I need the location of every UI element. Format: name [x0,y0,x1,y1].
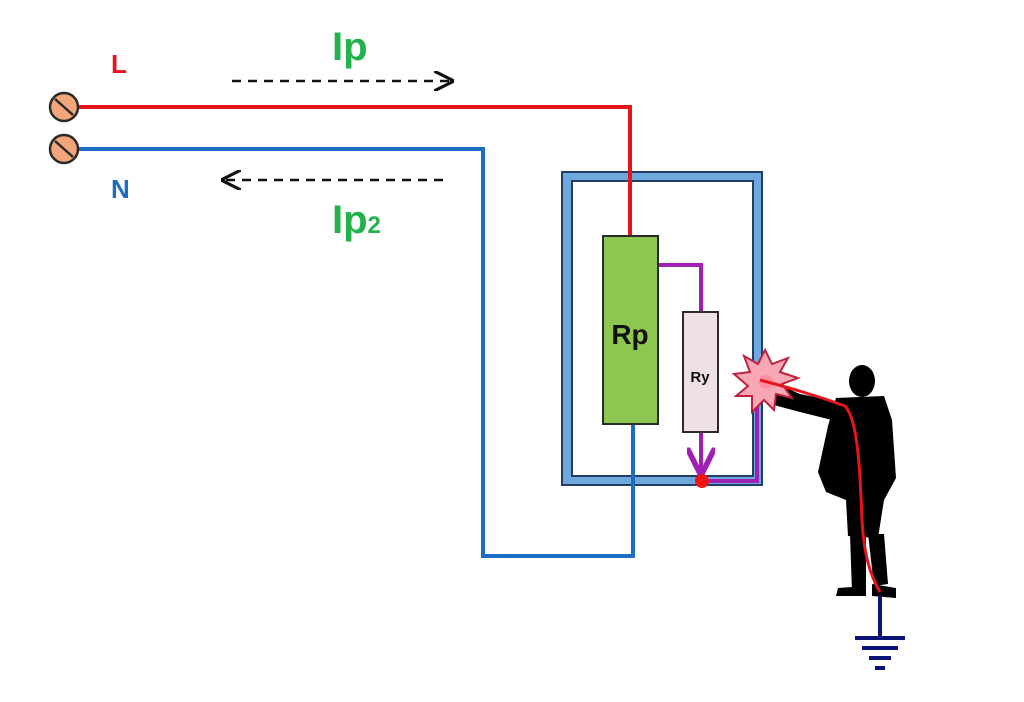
leak-junction-dot [695,474,709,488]
appliance-enclosure [561,171,763,486]
neutral-wire [64,147,635,558]
leak-resistor [682,311,719,433]
ground-symbol-icon [855,596,905,670]
current-return-label: Ip2 [332,198,381,242]
terminal-neutral [48,133,80,165]
leak-resistance-label: Ry [690,369,710,386]
terminal-line [48,91,80,123]
line-label: L [111,49,127,79]
current-return-main: Ip [332,198,368,242]
person-silhouette-icon [762,365,896,598]
neutral-label: N [111,174,130,204]
current-forward-label: Ip [332,25,368,69]
leak-path-top [658,263,703,312]
line-wire [64,105,632,236]
body-current-path [759,378,882,593]
primary-resistor [602,235,659,425]
primary-resistance-label: Rp [611,319,648,350]
current-return-subscript: 2 [368,212,381,239]
